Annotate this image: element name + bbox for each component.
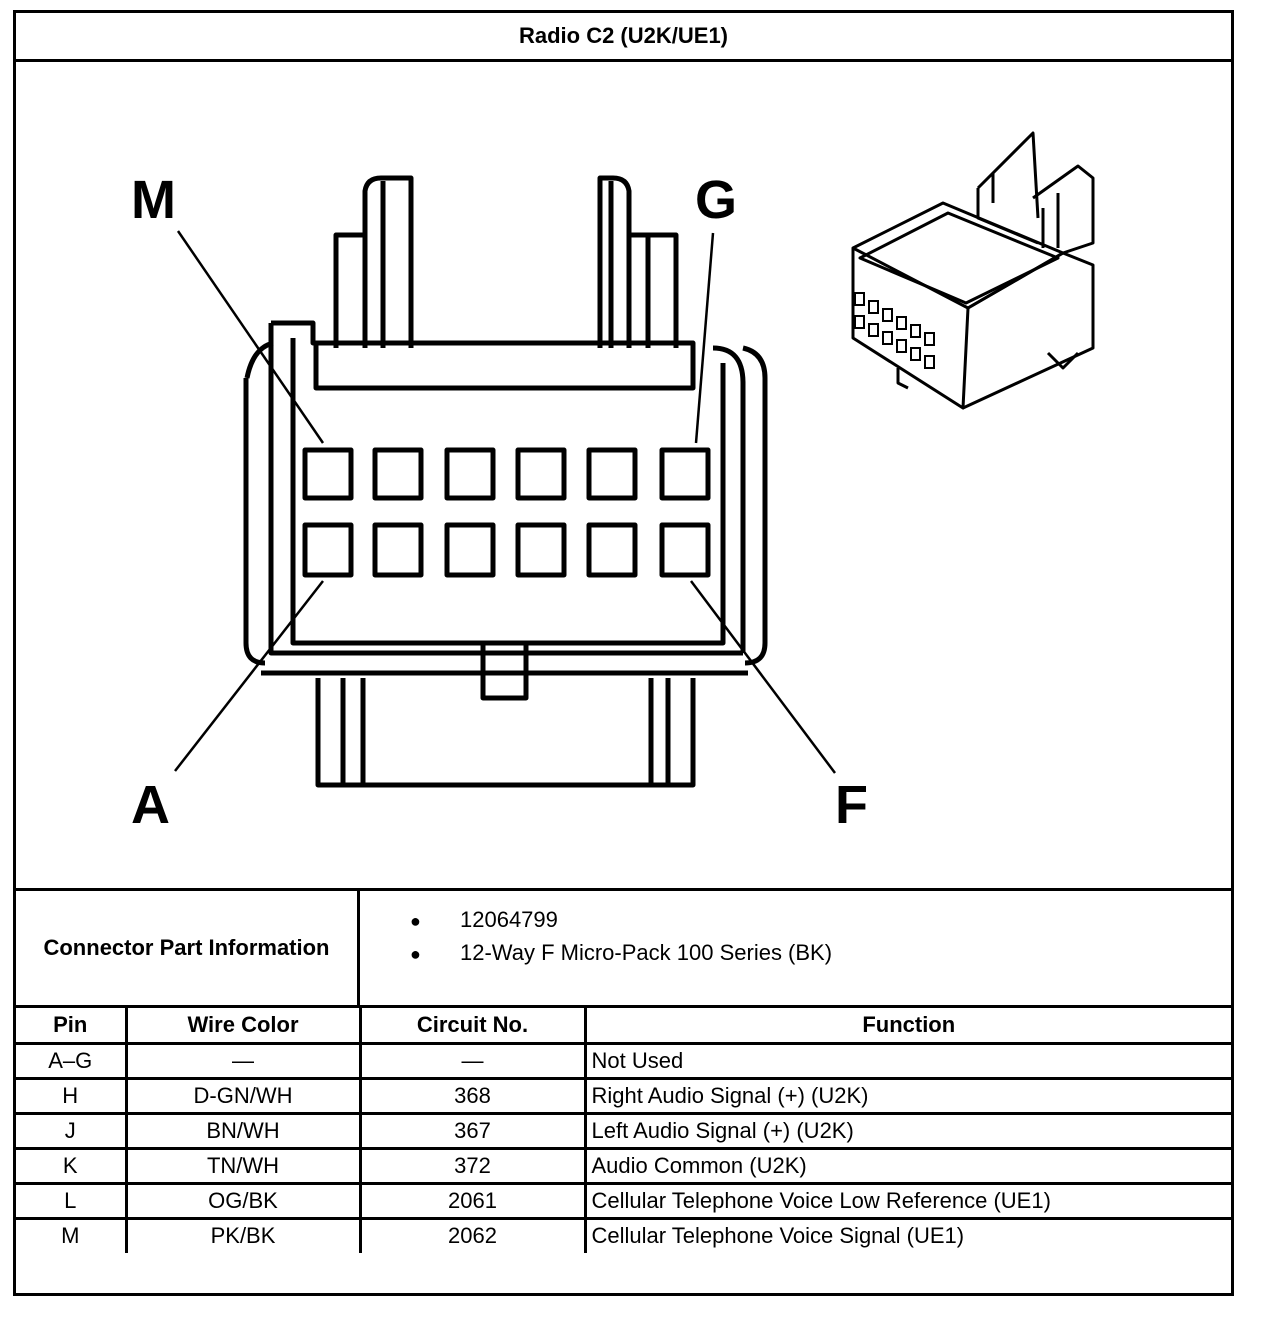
cell-function: Cellular Telephone Voice Low Reference (…: [583, 1181, 1231, 1220]
callout-M: M: [131, 170, 176, 230]
cell-wire-color: —: [124, 1041, 362, 1080]
iso-cavities: [854, 292, 935, 369]
right-latch: [597, 175, 651, 348]
connector-face-drawing: M G A F: [131, 131, 1095, 835]
connector-skirt: [315, 678, 696, 788]
connector-info-label: Connector Part Information: [16, 891, 360, 1005]
cell-pin: J: [16, 1111, 128, 1150]
cell-pin: H: [16, 1076, 128, 1115]
cell-pin: M: [16, 1216, 128, 1253]
part-number: 12064799: [460, 907, 558, 932]
header-function: Function: [583, 1008, 1231, 1045]
cell-function: Right Audio Signal (+) (U2K): [583, 1076, 1231, 1115]
connector-description: 12-Way F Micro-Pack 100 Series (BK): [460, 940, 833, 965]
connector-sheet: Radio C2 (U2K/UE1): [13, 10, 1234, 1296]
cell-circuit: 2062: [358, 1216, 587, 1253]
connector-body: [268, 323, 743, 656]
pin-table: Pin Wire Color Circuit No. Function A–G …: [16, 1008, 1231, 1253]
cell-circuit: 372: [358, 1146, 587, 1185]
bullet-icon: ●: [410, 911, 421, 931]
cell-circuit: 368: [358, 1076, 587, 1115]
callout-F: F: [835, 775, 868, 835]
cell-wire-color: BN/WH: [124, 1111, 362, 1150]
list-item: ● 12-Way F Micro-Pack 100 Series (BK): [410, 940, 832, 966]
cavity-A-F-row: [302, 522, 354, 578]
callout-G: G: [695, 170, 737, 230]
table-row: A–G — — Not Used: [16, 1041, 1231, 1080]
cell-pin: K: [16, 1146, 128, 1185]
connector-part-info: Connector Part Information ● 12064799 ● 12…: [16, 888, 1231, 1008]
list-item: ● 12064799: [410, 907, 558, 933]
cell-circuit: 2061: [358, 1181, 587, 1220]
table-row: J BN/WH 367 Left Audio Signal (+) (U2K): [16, 1111, 1231, 1150]
table-row: L OG/BK 2061 Cellular Telephone Voice Lo…: [16, 1181, 1231, 1220]
cell-circuit: 367: [358, 1111, 587, 1150]
connector-diagram: M G A F: [16, 59, 1231, 888]
cell-function: Not Used: [583, 1041, 1231, 1080]
bullet-icon: ●: [410, 944, 421, 964]
cell-pin: A–G: [16, 1041, 128, 1080]
header-circuit-no: Circuit No.: [358, 1008, 587, 1045]
page-title: Radio C2 (U2K/UE1): [16, 13, 1231, 62]
table-row: M PK/BK 2062 Cellular Telephone Voice Si…: [16, 1216, 1231, 1253]
header-pin: Pin: [16, 1008, 128, 1045]
cell-pin: L: [16, 1181, 128, 1220]
table-header-row: Pin Wire Color Circuit No. Function: [16, 1008, 1231, 1045]
cell-function: Audio Common (U2K): [583, 1146, 1231, 1185]
callout-leaders: [174, 230, 836, 774]
header-wire-color: Wire Color: [124, 1008, 362, 1045]
callout-A: A: [131, 775, 170, 835]
cavity-G-M-row: [302, 447, 354, 501]
cell-wire-color: PK/BK: [124, 1216, 362, 1253]
cell-wire-color: TN/WH: [124, 1146, 362, 1185]
connector-info-list: ● 12064799 ● 12-Way F Micro-Pack 100 Serie…: [360, 891, 1231, 1005]
cell-function: Cellular Telephone Voice Signal (UE1): [583, 1216, 1231, 1253]
cell-wire-color: OG/BK: [124, 1181, 362, 1220]
connector-iso-view: [851, 131, 1095, 410]
cell-circuit: —: [358, 1041, 587, 1080]
left-latch: [333, 175, 414, 348]
cell-function: Left Audio Signal (+) (U2K): [583, 1111, 1231, 1150]
table-row: K TN/WH 372 Audio Common (U2K): [16, 1146, 1231, 1185]
cell-wire-color: D-GN/WH: [124, 1076, 362, 1115]
table-row: H D-GN/WH 368 Right Audio Signal (+) (U2…: [16, 1076, 1231, 1115]
